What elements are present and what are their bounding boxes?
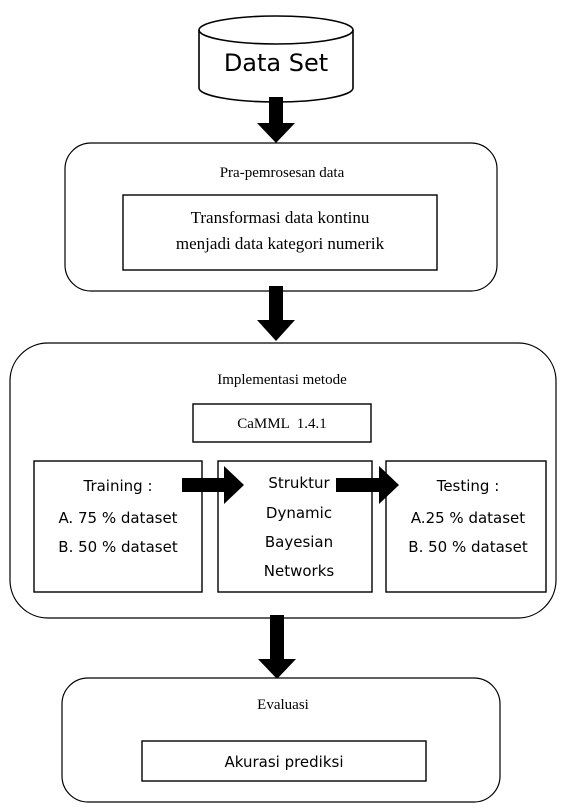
tool-box [192, 403, 372, 443]
testing-line-b: B. 50 % dataset [408, 538, 528, 556]
implementation-title: Implementasi metode [217, 372, 347, 388]
structure-line3: Bayesian [265, 533, 333, 551]
training-line-b: B. 50 % dataset [58, 538, 178, 556]
structure-line2: Dynamic [266, 504, 332, 522]
training-line-a: A. 75 % dataset [58, 509, 177, 527]
preprocessing-stage: Pra-pemrosesan data Transformasi data ko… [64, 142, 498, 292]
implementation-stage: Implementasi metode CaMML 1.4.1 Training… [9, 342, 557, 619]
accuracy-box [141, 740, 427, 782]
preprocessing-title: Pra-pemrosesan data [220, 165, 345, 181]
transformation-line2: menjadi data kategori numerik [176, 234, 385, 253]
dataset-label: Data Set [224, 49, 328, 77]
arrow-training-to-structure [182, 466, 244, 504]
testing-line-a: A.25 % dataset [411, 509, 525, 527]
arrow-preprocessing-to-implementation [257, 286, 295, 341]
structure-line1: Struktur [268, 474, 330, 492]
accuracy-label: Akurasi prediksi [224, 753, 343, 771]
evaluation-title: Evaluasi [257, 697, 309, 713]
transformation-box [122, 194, 438, 271]
training-title: Training : [82, 477, 152, 495]
training-box [33, 460, 203, 593]
dataset-cylinder: Data Set [198, 15, 354, 103]
arrow-dataset-to-preprocessing [257, 97, 295, 143]
tool-label: CaMML 1.4.1 [237, 416, 326, 432]
arrow-structure-to-testing [336, 466, 399, 504]
structure-line4: Networks [264, 562, 335, 580]
transformation-line1: Transformasi data kontinu [191, 208, 370, 227]
arrow-implementation-to-evaluation [258, 615, 296, 679]
evaluation-stage: Evaluasi Akurasi prediksi [61, 677, 501, 803]
testing-box [385, 460, 547, 593]
testing-title: Testing : [436, 477, 500, 495]
